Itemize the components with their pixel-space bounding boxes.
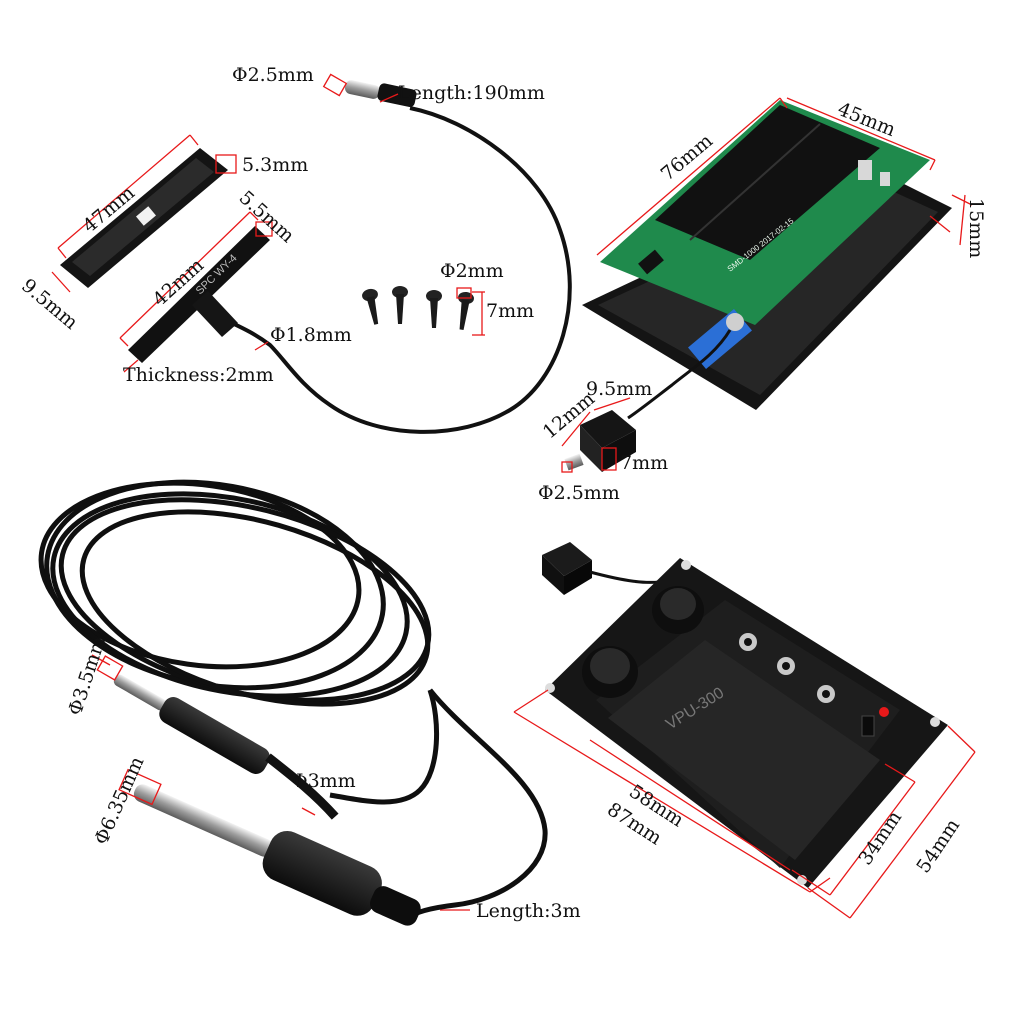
pickup-wire bbox=[221, 106, 572, 434]
label-pcb-height: 15mm bbox=[965, 198, 987, 259]
label-pickup-wire-dia: Φ1.8mm bbox=[270, 324, 352, 346]
label-wire-dia-top: Φ2.5mm bbox=[232, 64, 314, 86]
label-pickup-thickness: Thickness:2mm bbox=[123, 364, 274, 386]
label-wire-length: Length:190mm bbox=[398, 82, 545, 104]
label-cable-dia: Φ3mm bbox=[292, 770, 356, 792]
label-cable-length: Length:3m bbox=[476, 900, 581, 922]
coiled-cable bbox=[38, 479, 548, 921]
label-jack-depth: 7mm bbox=[620, 452, 669, 474]
preamp-pcb: SMD-1000 2017-02-15 bbox=[582, 100, 952, 420]
dimension-lines bbox=[51, 73, 976, 919]
small-plug bbox=[113, 674, 339, 820]
large-plug bbox=[133, 784, 421, 926]
output-jack bbox=[564, 410, 636, 472]
screws bbox=[362, 286, 474, 330]
label-screw-dia: Φ2mm bbox=[440, 260, 504, 282]
saddle-bar bbox=[60, 148, 228, 288]
label-bar-height: 5.3mm bbox=[242, 154, 309, 176]
control-panel: VPU-300 bbox=[542, 542, 948, 888]
label-screw-length: 7mm bbox=[486, 300, 535, 322]
mini-plug-top bbox=[344, 80, 417, 108]
label-jack-dia: Φ2.5mm bbox=[538, 482, 620, 504]
label-jack-width: 9.5mm bbox=[586, 378, 653, 400]
